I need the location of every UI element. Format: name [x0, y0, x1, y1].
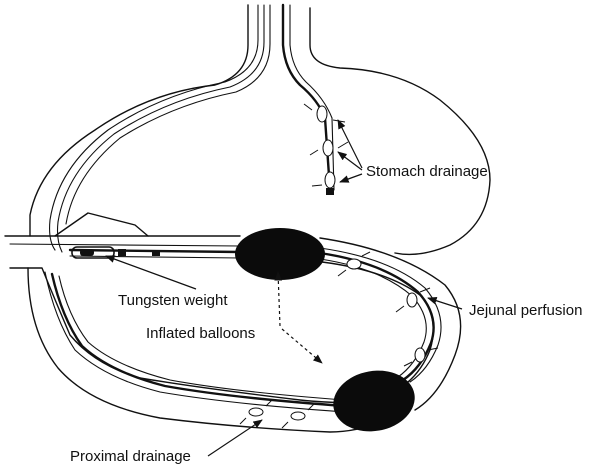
label-tungsten-weight: Tungsten weight	[118, 292, 228, 309]
balloon-distal	[328, 364, 419, 437]
label-proximal-drainage: Proximal drainage	[70, 448, 191, 464]
label-jejunal-perfusion: Jejunal perfusion	[469, 302, 582, 319]
stomach-tube	[50, 5, 334, 252]
label-inflated-balloons: Inflated balloons	[146, 325, 255, 342]
balloon-proximal	[235, 228, 325, 280]
jejunal-perfusion-ports	[338, 252, 438, 366]
stomach-outline	[30, 5, 490, 254]
label-stomach-drainage: Stomach drainage	[366, 163, 488, 180]
